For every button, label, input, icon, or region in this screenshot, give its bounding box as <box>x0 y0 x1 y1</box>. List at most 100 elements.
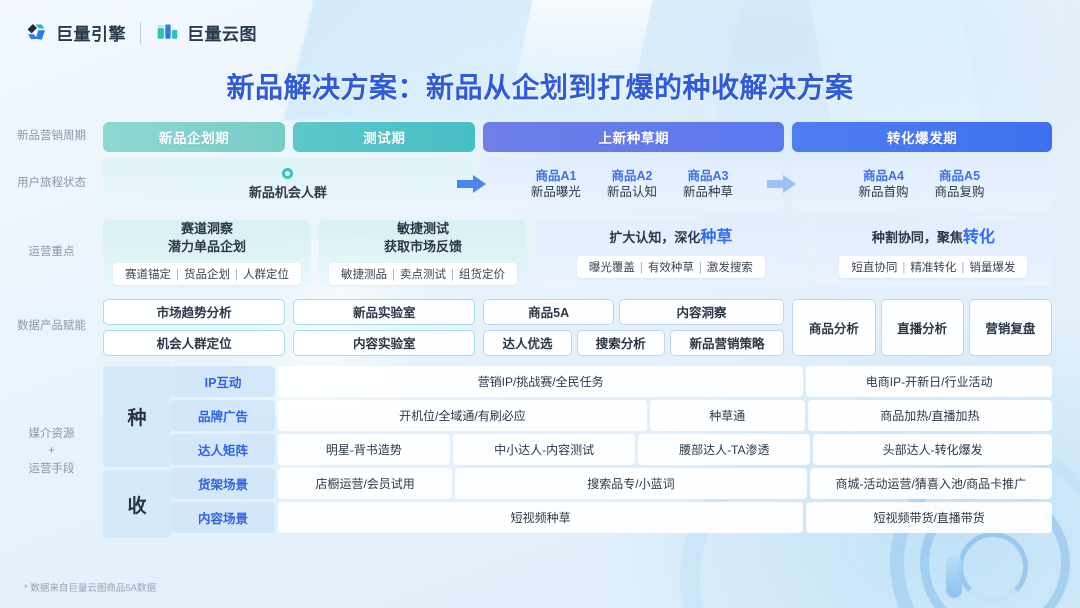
data-product-chip[interactable]: 机会人群定位 <box>103 329 286 356</box>
focus-tag: 赛道锚定 <box>125 268 171 281</box>
journey-item-code: 商品A2 <box>611 168 653 183</box>
solution-framework-board: 新品营销周期 新品企划期 测试期 上新种草期 转化爆发期 用户旅程状态 新品机会… <box>0 122 1080 538</box>
data-product-chip[interactable]: 新品实验室 <box>293 298 476 325</box>
media-row-label[interactable]: IP互动 <box>171 366 275 397</box>
focus-tag: 精准转化 <box>910 261 957 274</box>
media-matrix: 种 收 IP互动营销IP/挑战赛/全民任务电商IP-开新日/行业活动品牌广告开机… <box>103 366 1080 538</box>
background-capsule-shape <box>946 556 962 598</box>
footnote: * 数据来自巨量云图商品5A数据 <box>24 583 156 594</box>
logo-divider <box>140 21 141 44</box>
row-label-journey: 用户旅程状态 <box>17 177 86 190</box>
media-row-label[interactable]: 品牌广告 <box>171 400 275 431</box>
media-cell: 电商IP-开新日/行业活动 <box>806 366 1052 397</box>
data-product-chip[interactable]: 达人优选 <box>483 329 572 356</box>
journey-panel-phase4: 商品A4 新品首购 商品A5 商品复购 <box>767 158 1052 210</box>
focus-card-tags: 赛道锚定|货品企划|人群定位 <box>113 262 301 285</box>
media-cell: 搜索品专/小蓝词 <box>455 468 807 499</box>
focus-card-title: 种割协同，聚焦转化 <box>872 227 995 249</box>
media-cell: 种草通 <box>649 400 805 431</box>
row-label-media: 媒介资源 + 运营手段 <box>0 366 103 538</box>
phase-tab-2[interactable]: 测试期 <box>293 122 476 152</box>
data-product-chip[interactable]: 营销复盘 <box>968 298 1053 356</box>
journey-item-sub: 商品复购 <box>934 185 985 199</box>
data-product-chip[interactable]: 内容实验室 <box>293 329 476 356</box>
media-cell: 商城-活动运营/猜喜入池/商品卡推广 <box>809 468 1052 499</box>
data-product-line: 达人优选 搜索分析 新品营销策略 <box>483 329 785 356</box>
row-label-cycle: 新品营销周期 <box>17 130 86 143</box>
data-product-chip[interactable]: 市场趋势分析 <box>103 298 286 325</box>
data-product-line: 内容实验室 <box>293 329 476 356</box>
operation-focus-row: 运营重点 赛道洞察 潜力单品企划 赛道锚定|货品企划|人群定位 敏捷测试 获取市… <box>0 220 1080 286</box>
focus-title-line1: 扩大认知，深化 <box>609 230 701 246</box>
media-rows: IP互动营销IP/挑战赛/全民任务电商IP-开新日/行业活动品牌广告开机位/全域… <box>171 366 1053 538</box>
journey-panels: 新品机会人群 商品A1 新品曝光 商品A2 新品认知 <box>103 158 1080 210</box>
phase-tab-1[interactable]: 新品企划期 <box>103 122 286 152</box>
focus-card-title: 敏捷测试 获取市场反馈 <box>384 220 462 255</box>
phase-tab-3[interactable]: 上新种草期 <box>483 122 785 152</box>
focus-tag: 销量爆发 <box>969 261 1016 274</box>
data-product-chip[interactable]: 新品营销策略 <box>669 329 785 356</box>
data-product-group-phase2: 新品实验室 内容实验室 <box>293 296 476 358</box>
journey-item-code: 商品A5 <box>939 168 981 183</box>
row-label-media-line1: 媒介资源 <box>28 428 75 441</box>
focus-tag: 人群定位 <box>243 268 289 281</box>
marketing-cycle-row: 新品营销周期 新品企划期 测试期 上新种草期 转化爆发期 <box>0 122 1080 152</box>
media-row-cells: 明星-背书造势中小达人-内容测试腰部达人-TA渗透头部达人-转化爆发 <box>278 434 1052 465</box>
focus-cards: 赛道洞察 潜力单品企划 赛道锚定|货品企划|人群定位 敏捷测试 获取市场反馈 敏… <box>103 220 1080 286</box>
media-row: 达人矩阵明星-背书造势中小达人-内容测试腰部达人-TA渗透头部达人-转化爆发 <box>171 434 1052 465</box>
focus-tag: 短直协同 <box>851 261 898 274</box>
row-label-data-product: 数据产品赋能 <box>17 320 86 333</box>
data-product-row: 数据产品赋能 市场趋势分析 机会人群定位 新品实验室 内容实验室 <box>0 296 1080 358</box>
media-cell: 头部达人-转化爆发 <box>813 434 1052 465</box>
phase-tab-4[interactable]: 转化爆发期 <box>792 122 1053 152</box>
ring-icon <box>282 167 294 179</box>
media-category-column: 种 收 <box>103 366 171 538</box>
journey-items-phase4: 商品A4 新品首购 商品A5 商品复购 <box>791 168 1052 201</box>
juliang-cloudmap-logo-icon <box>157 24 178 39</box>
media-row: 内容场景短视频种草短视频带货/直播带货 <box>171 502 1052 533</box>
data-product-chip[interactable]: 内容洞察 <box>618 298 785 325</box>
data-product-chip[interactable]: 直播分析 <box>880 298 964 356</box>
data-product-line: 市场趋势分析 <box>103 298 286 325</box>
journey-item-sub: 新品首购 <box>858 185 909 199</box>
journey-item: 商品A4 新品首购 <box>859 168 909 201</box>
media-row-label[interactable]: 货架场景 <box>171 468 275 499</box>
background-ring-inner <box>958 532 1028 602</box>
focus-card-title: 赛道洞察 潜力单品企划 <box>168 220 246 255</box>
phase-tabs: 新品企划期 测试期 上新种草期 转化爆发期 <box>103 122 1080 152</box>
data-product-chip[interactable]: 商品分析 <box>792 298 876 356</box>
focus-tag: 敏捷测品 <box>341 268 387 281</box>
focus-title-line1: 种割协同，聚焦 <box>871 230 963 246</box>
media-row: 货架场景店橱运营/会员试用搜索品专/小蓝词商城-活动运营/猜喜入池/商品卡推广 <box>171 468 1052 499</box>
focus-card-4: 种割协同，聚焦转化 短直协同|精准转化|销量爆发 <box>814 220 1052 286</box>
data-product-line: 商品分析 直播分析 营销复盘 <box>792 298 1053 356</box>
media-cell: 开机位/全域通/有刷必应 <box>278 400 647 431</box>
arrow-right-icon <box>456 175 486 193</box>
media-row-label[interactable]: 内容场景 <box>171 502 275 533</box>
media-resource-row: 媒介资源 + 运营手段 种 收 IP互动营销IP/挑战赛/全民任务电商IP-开新… <box>0 366 1080 538</box>
logo-juliang-cloudmap-text: 巨量云图 <box>187 25 257 44</box>
media-cell: 中小达人-内容测试 <box>452 434 636 465</box>
focus-tag: 货品企划 <box>184 268 230 281</box>
media-row-label[interactable]: 达人矩阵 <box>171 434 275 465</box>
brand-header: 巨量引擎 巨量云图 <box>24 20 257 45</box>
journey-item-code: 商品A3 <box>687 168 729 183</box>
logo-juliang-cloudmap: 巨量云图 <box>155 20 257 45</box>
data-product-chip[interactable]: 商品5A <box>483 298 614 325</box>
data-product-chip[interactable]: 搜索分析 <box>576 329 665 356</box>
focus-tag: 有效种草 <box>647 261 694 274</box>
focus-title-line2: 获取市场反馈 <box>383 239 462 254</box>
journey-items-phase3: 商品A1 新品曝光 商品A2 新品认知 商品A3 新品种草 <box>481 168 783 201</box>
focus-tag: 组货定价 <box>459 268 505 281</box>
media-cell: 短视频种草 <box>278 502 804 533</box>
media-row-cells: 开机位/全域通/有刷必应种草通商品加热/直播加热 <box>278 400 1053 431</box>
focus-tag: 卖点测试 <box>400 268 446 281</box>
data-product-line: 机会人群定位 <box>103 329 286 356</box>
journey-item: 商品A2 新品认知 <box>607 168 657 201</box>
focus-tag: 激发搜索 <box>706 261 753 274</box>
media-cell: 明星-背书造势 <box>278 434 450 465</box>
focus-title-line1: 敏捷测试 <box>396 221 449 237</box>
focus-card-tags: 敏捷测品|卖点测试|组货定价 <box>329 262 517 285</box>
arrow-right-icon <box>767 175 797 193</box>
media-row-cells: 营销IP/挑战赛/全民任务电商IP-开新日/行业活动 <box>278 366 1052 397</box>
